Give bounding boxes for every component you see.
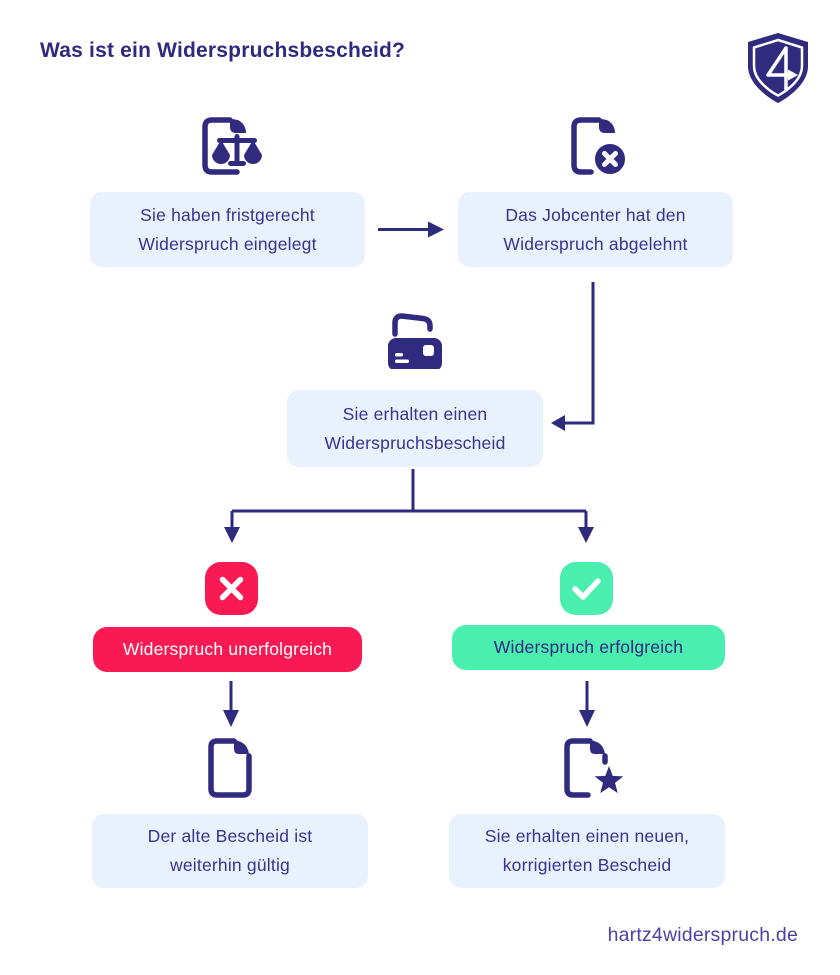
document-x-icon (563, 114, 631, 180)
check-badge-icon (560, 562, 613, 615)
step-rejected-line1: Das Jobcenter hat den (505, 204, 686, 225)
step-notice-line2: Widerspruchsbescheid (324, 432, 506, 453)
x-badge-icon (205, 562, 258, 615)
website-url: hartz4widerspruch.de (607, 924, 798, 946)
stamp-icon (387, 307, 443, 369)
outcome-fail-label: Widerspruch unerfolgreich (93, 627, 362, 672)
arrow-down-left-icon (222, 681, 240, 729)
result-new-notice-box: Sie erhalten einen neuen, korrigierten B… (449, 814, 725, 888)
document-icon (204, 737, 256, 799)
result-old-line1: Der alte Bescheid ist (147, 826, 313, 846)
result-new-line1: Sie erhalten einen neuen, (484, 826, 690, 846)
step-filed-box: Sie haben fristgerecht Widerspruch einge… (90, 192, 365, 267)
result-old-line2: weiterhin gültig (170, 855, 290, 875)
shield-4-logo-icon (742, 31, 814, 105)
step-notice-box: Sie erhalten einen Widerspruchsbescheid (287, 390, 543, 467)
result-old-notice-box: Der alte Bescheid ist weiterhin gültig (92, 814, 368, 888)
step-filed-line1: Sie haben fristgerecht (140, 204, 315, 225)
step-rejected-box: Das Jobcenter hat den Widerspruch abgele… (458, 192, 733, 267)
document-star-icon (560, 737, 626, 799)
branch-connector-icon (218, 467, 598, 547)
result-new-line2: korrigierten Bescheid (502, 855, 672, 875)
page-title: Was ist ein Widerspruchsbescheid? (40, 39, 406, 62)
document-scales-icon (197, 116, 265, 178)
elbow-arrow-icon (549, 282, 599, 432)
step-filed-line2: Widerspruch eingelegt (138, 233, 317, 254)
outcome-success-label: Widerspruch erfolgreich (452, 625, 725, 670)
arrow-down-right-icon (578, 681, 596, 729)
step-notice-line1: Sie erhalten einen (342, 403, 488, 424)
arrow-right-icon (377, 221, 445, 238)
step-rejected-line2: Widerspruch abgelehnt (503, 233, 688, 254)
